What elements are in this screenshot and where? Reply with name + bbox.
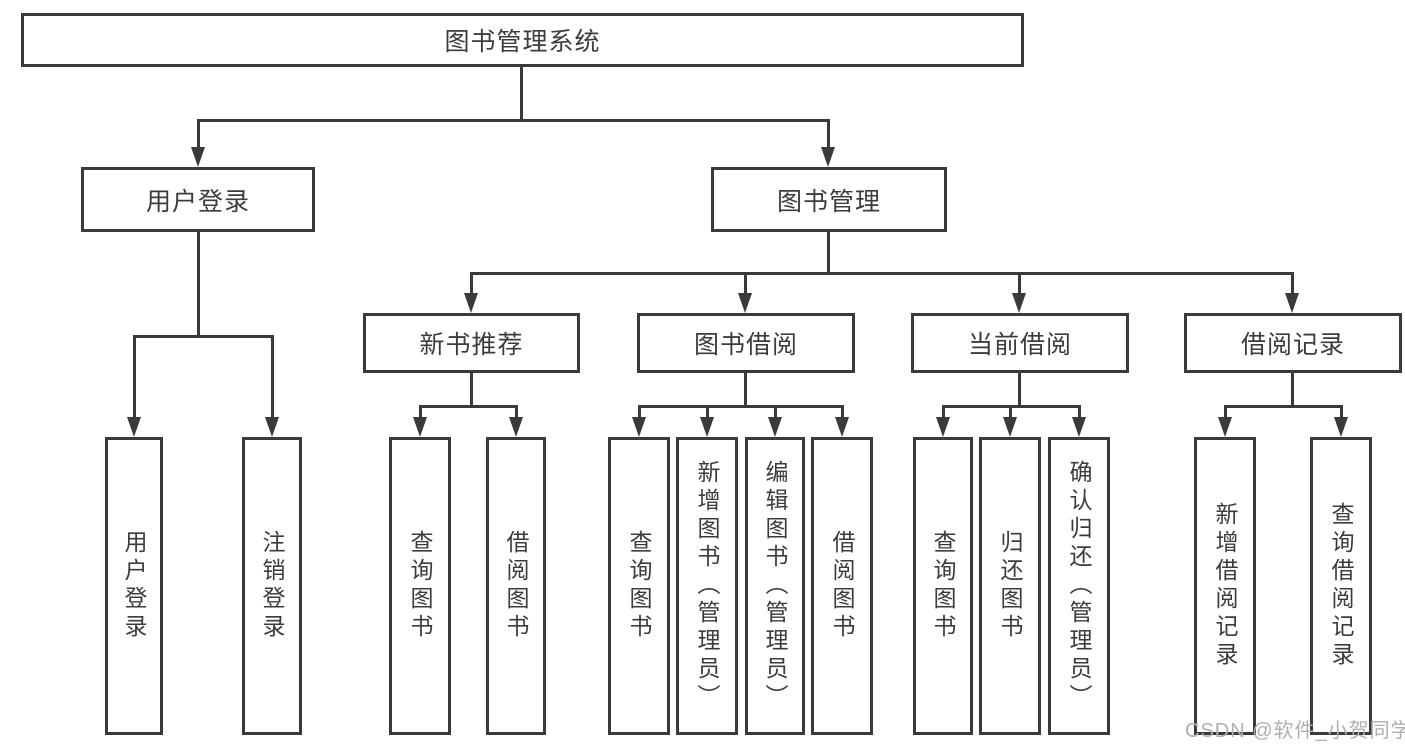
- connector-line: [1291, 272, 1294, 293]
- connector-line: [197, 119, 200, 147]
- connector-line: [1291, 373, 1294, 405]
- arrow-down-icon: [265, 417, 279, 437]
- arrow-down-icon: [835, 417, 849, 437]
- node-current-borrow: 当前借阅: [911, 313, 1129, 373]
- connector-line: [706, 405, 709, 417]
- arrow-down-icon: [413, 417, 427, 437]
- connector-line: [133, 335, 274, 338]
- connector-line: [638, 405, 641, 417]
- leaf-add-borrow-record: 新增借阅记录: [1194, 437, 1256, 735]
- arrow-down-icon: [1218, 417, 1232, 437]
- arrow-down-icon: [821, 147, 835, 167]
- connector-line: [133, 335, 136, 417]
- connector-line: [271, 335, 274, 417]
- connector-line: [419, 405, 422, 417]
- leaf-query-books-recommend: 查询图书: [389, 437, 451, 735]
- connector-line: [197, 232, 200, 335]
- connector-line: [419, 405, 517, 408]
- connector-line: [520, 66, 523, 119]
- leaf-edit-book-admin: 编辑图书（管理员）: [745, 437, 805, 735]
- connector-line: [1018, 373, 1021, 405]
- connector-line: [1340, 405, 1343, 417]
- connector-line: [515, 405, 518, 417]
- arrow-down-icon: [1072, 417, 1086, 437]
- leaf-user-login: 用户登录: [105, 437, 163, 735]
- connector-line: [470, 373, 473, 405]
- node-book-management: 图书管理: [711, 167, 947, 232]
- leaf-query-books-borrow: 查询图书: [608, 437, 670, 735]
- leaf-add-book-admin: 新增图书（管理员）: [676, 437, 738, 735]
- connector-line: [1009, 405, 1012, 417]
- leaf-query-books-current: 查询图书: [913, 437, 973, 735]
- connector-line: [1078, 405, 1081, 417]
- connector-line: [1224, 405, 1342, 408]
- node-book-borrow: 图书借阅: [637, 313, 855, 373]
- arrow-down-icon: [1003, 417, 1017, 437]
- leaf-logout: 注销登录: [242, 437, 302, 735]
- arrow-down-icon: [191, 147, 205, 167]
- node-borrow-records: 借阅记录: [1184, 313, 1402, 373]
- connector-line: [774, 405, 777, 417]
- arrow-down-icon: [464, 293, 478, 313]
- arrow-down-icon: [768, 417, 782, 437]
- leaf-query-borrow-record: 查询借阅记录: [1310, 437, 1372, 735]
- leaf-borrow-books: 借阅图书: [811, 437, 873, 735]
- leaf-return-book: 归还图书: [979, 437, 1041, 735]
- node-user-login: 用户登录: [81, 167, 315, 232]
- connector-line: [744, 373, 747, 405]
- arrow-down-icon: [632, 417, 646, 437]
- connector-line: [942, 405, 945, 417]
- connector-line: [638, 405, 843, 408]
- connector-line: [744, 272, 747, 293]
- connector-line: [470, 272, 1293, 275]
- connector-line: [841, 405, 844, 417]
- arrow-down-icon: [936, 417, 950, 437]
- arrow-down-icon: [700, 417, 714, 437]
- arrow-down-icon: [509, 417, 523, 437]
- arrow-down-icon: [1285, 293, 1299, 313]
- connector-line: [827, 232, 830, 272]
- csdn-watermark: CSDN @软件_小贺同学: [1185, 720, 1405, 742]
- node-root: 图书管理系统: [21, 13, 1024, 67]
- node-new-book-recommend: 新书推荐: [363, 313, 580, 373]
- leaf-borrow-books-recommend: 借阅图书: [486, 437, 546, 735]
- connector-line: [827, 119, 830, 147]
- connector-line: [1018, 272, 1021, 293]
- arrow-down-icon: [1012, 293, 1026, 313]
- connector-line: [1224, 405, 1227, 417]
- arrow-down-icon: [738, 293, 752, 313]
- arrow-down-icon: [1334, 417, 1348, 437]
- connector-line: [197, 119, 830, 122]
- arrow-down-icon: [127, 417, 141, 437]
- leaf-confirm-return-admin: 确认归还（管理员）: [1048, 437, 1110, 735]
- connector-line: [470, 272, 473, 293]
